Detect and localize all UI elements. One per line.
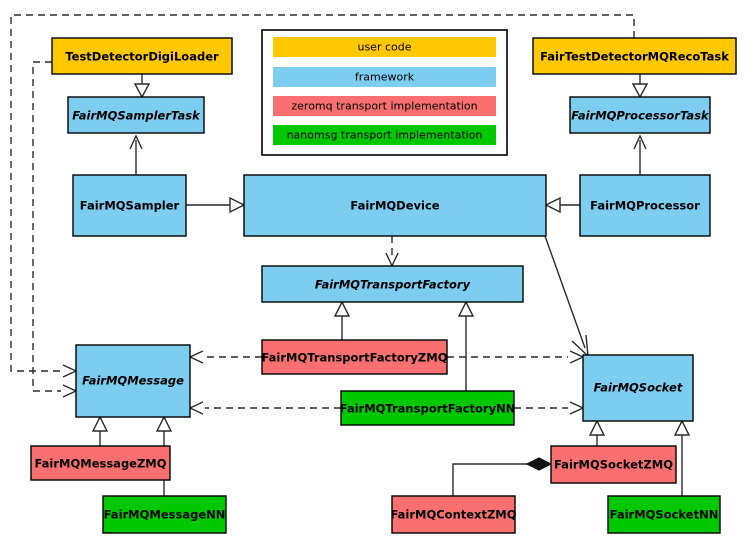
class-label-FairTestDetectorMQRecoTask: FairTestDetectorMQRecoTask bbox=[540, 50, 729, 64]
edge-digiloader-to-samplertask bbox=[133, 74, 151, 99]
class-node-FairMQSamplerTask[interactable]: FairMQSamplerTask bbox=[67, 96, 205, 134]
edge-recotask-to-processortask bbox=[631, 74, 649, 99]
class-label-TestDetectorDigiLoader: TestDetectorDigiLoader bbox=[65, 50, 219, 64]
legend-label-framework: framework bbox=[355, 71, 415, 84]
class-box-FairMQSamplerTask[interactable] bbox=[67, 96, 205, 134]
edge-transportfactoryzmq-to-transportfactory bbox=[333, 300, 351, 340]
class-node-FairMQSocket[interactable]: FairMQSocket bbox=[582, 354, 694, 422]
legend-item-user-code: user code bbox=[273, 37, 496, 57]
class-label-FairMQTransportFactoryZMQ: FairMQTransportFactoryZMQ bbox=[261, 351, 447, 365]
edge-transportfactoryzmq-to-message bbox=[188, 350, 262, 364]
class-box-FairMQSocketZMQ[interactable] bbox=[550, 445, 677, 484]
legend-item-nanomsg: nanomsg transport implementation bbox=[273, 125, 496, 145]
class-node-FairMQMessage[interactable]: FairMQMessage bbox=[75, 344, 191, 418]
legend-item-framework: framework bbox=[273, 67, 496, 87]
legend-label-user-code: user code bbox=[357, 41, 411, 54]
class-layer: TestDetectorDigiLoader FairTestDetectorM… bbox=[30, 37, 737, 534]
class-node-FairMQTransportFactoryZMQ[interactable]: FairMQTransportFactoryZMQ bbox=[261, 339, 448, 375]
edge-transportfactoryzmq-to-socket bbox=[447, 350, 585, 364]
class-box-FairMQMessageNN[interactable] bbox=[102, 495, 227, 534]
class-node-FairMQSocketNN[interactable]: FairMQSocketNN bbox=[607, 495, 721, 534]
legend-swatch-nanomsg bbox=[273, 125, 496, 145]
class-box-FairMQProcessorTask[interactable] bbox=[569, 96, 711, 134]
legend-swatch-zeromq bbox=[273, 96, 496, 116]
edge-transportfactorynn-to-transportfactory bbox=[457, 300, 475, 391]
legend-item-zeromq: zeromq transport implementation bbox=[273, 96, 496, 116]
edge-transportfactorynn-to-socket bbox=[514, 401, 585, 415]
class-label-FairMQMessageZMQ: FairMQMessageZMQ bbox=[34, 457, 166, 471]
class-label-FairMQSocket: FairMQSocket bbox=[594, 381, 683, 395]
class-box-FairMQTransportFactoryZMQ[interactable] bbox=[261, 339, 448, 375]
class-label-FairMQSamplerTask: FairMQSamplerTask bbox=[72, 109, 201, 123]
class-box-FairMQDevice[interactable] bbox=[243, 174, 547, 237]
legend-label-nanomsg: nanomsg transport implementation bbox=[287, 129, 483, 142]
class-box-FairMQProcessor[interactable] bbox=[579, 174, 711, 237]
class-node-FairMQTransportFactoryNN[interactable]: FairMQTransportFactoryNN bbox=[340, 390, 516, 426]
class-box-FairMQTransportFactoryNN[interactable] bbox=[340, 390, 515, 426]
class-label-FairMQProcessor: FairMQProcessor bbox=[590, 199, 700, 213]
edge-transportfactorynn-to-message bbox=[188, 401, 341, 415]
legend-swatch-user-code bbox=[273, 37, 496, 57]
class-label-FairMQSocketZMQ: FairMQSocketZMQ bbox=[554, 458, 673, 472]
class-label-FairMQContextZMQ: FairMQContextZMQ bbox=[390, 508, 516, 522]
class-node-FairMQSampler[interactable]: FairMQSampler bbox=[72, 174, 187, 237]
class-box-FairTestDetectorMQRecoTask[interactable] bbox=[532, 37, 737, 75]
class-label-FairMQMessageNN: FairMQMessageNN bbox=[104, 508, 226, 522]
edge-sampler-to-samplertask bbox=[129, 134, 143, 175]
class-label-FairMQTransportFactory: FairMQTransportFactory bbox=[315, 278, 471, 292]
edge-processor-to-processortask bbox=[633, 134, 647, 175]
class-box-FairMQMessageZMQ[interactable] bbox=[30, 445, 171, 481]
edge-processor-to-device bbox=[544, 196, 580, 214]
class-label-FairMQTransportFactoryNN: FairMQTransportFactoryNN bbox=[340, 402, 516, 416]
legend-label-zeromq: zeromq transport implementation bbox=[291, 100, 477, 113]
edge-messagezmq-to-message bbox=[91, 415, 109, 446]
class-box-FairMQSampler[interactable] bbox=[72, 174, 187, 237]
class-box-FairMQSocketNN[interactable] bbox=[607, 495, 721, 534]
edge-socketnn-to-socket bbox=[673, 419, 691, 496]
class-node-TestDetectorDigiLoader[interactable]: TestDetectorDigiLoader bbox=[51, 37, 233, 75]
class-node-FairMQMessageNN[interactable]: FairMQMessageNN bbox=[102, 495, 227, 534]
class-node-FairMQProcessorTask[interactable]: FairMQProcessorTask bbox=[569, 96, 711, 134]
class-box-FairMQMessage[interactable] bbox=[75, 344, 191, 418]
class-box-FairMQTransportFactory[interactable] bbox=[261, 265, 524, 303]
class-label-FairMQSampler: FairMQSampler bbox=[80, 199, 180, 213]
class-box-FairMQSocket[interactable] bbox=[582, 354, 694, 422]
class-label-FairMQSocketNN: FairMQSocketNN bbox=[610, 508, 719, 522]
legend-swatch-framework bbox=[273, 67, 496, 87]
class-node-FairMQMessageZMQ[interactable]: FairMQMessageZMQ bbox=[30, 445, 171, 481]
legend: user code framework zeromq transport imp… bbox=[261, 29, 508, 156]
edge-device-to-socket bbox=[544, 235, 589, 358]
edge-socketzmq-to-socket bbox=[588, 419, 606, 446]
class-node-FairMQDevice[interactable]: FairMQDevice bbox=[243, 174, 547, 237]
class-box-FairMQContextZMQ[interactable] bbox=[391, 495, 516, 534]
edge-contextzmq-to-socketzmq bbox=[452, 457, 553, 496]
class-box-TestDetectorDigiLoader[interactable] bbox=[51, 37, 233, 75]
class-label-FairMQProcessorTask: FairMQProcessorTask bbox=[571, 109, 710, 123]
class-node-FairMQProcessor[interactable]: FairMQProcessor bbox=[579, 174, 711, 237]
edge-sampler-to-device bbox=[186, 196, 246, 214]
class-label-FairMQDevice: FairMQDevice bbox=[350, 199, 439, 213]
class-node-FairMQSocketZMQ[interactable]: FairMQSocketZMQ bbox=[550, 445, 677, 484]
class-node-FairMQTransportFactory[interactable]: FairMQTransportFactory bbox=[261, 265, 524, 303]
edge-device-to-transportfactory bbox=[385, 236, 399, 268]
class-node-FairTestDetectorMQRecoTask[interactable]: FairTestDetectorMQRecoTask bbox=[532, 37, 737, 75]
class-label-FairMQMessage: FairMQMessage bbox=[82, 374, 184, 388]
class-node-FairMQContextZMQ[interactable]: FairMQContextZMQ bbox=[390, 495, 517, 534]
